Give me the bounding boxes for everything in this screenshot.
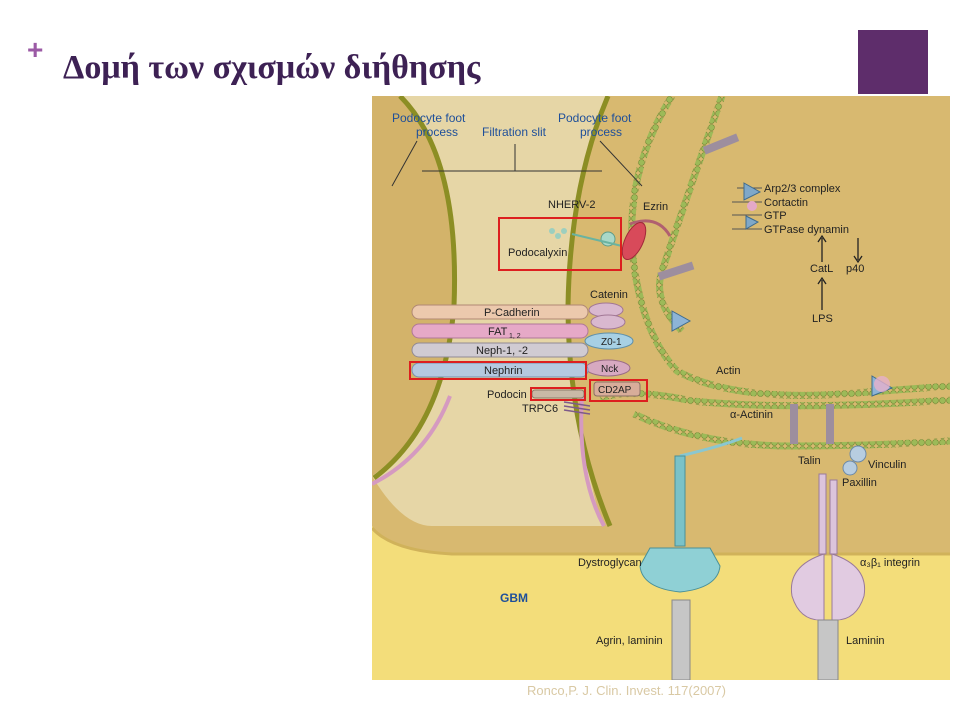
- highlight-podocalyxin: [498, 217, 622, 271]
- actin-filament-main: [628, 96, 950, 399]
- label-nherv: NHERV-2: [548, 199, 595, 211]
- zo1-shape: [584, 332, 634, 350]
- slit-diaphragm-diagram: Podocyte foot process Filtration slit Po…: [372, 96, 950, 680]
- label-cd2ap: CD2AP: [598, 385, 632, 396]
- label-paxillin: Paxillin: [842, 477, 877, 489]
- label-fat-subscript: 1, 2: [509, 333, 521, 340]
- bracket-lines: [391, 140, 643, 187]
- fat-bar: [411, 323, 589, 339]
- podocalyxin-bead: [555, 233, 561, 239]
- label-catenin: Catenin: [590, 289, 628, 301]
- blue-complex-icon: [671, 310, 692, 332]
- label-ezrin: Ezrin: [643, 201, 668, 213]
- ezrin-arm: [629, 219, 672, 237]
- label-nephrin: Nephrin: [484, 365, 523, 377]
- highlight-podocin: [530, 387, 586, 401]
- integrin-stem-a: [818, 473, 827, 555]
- label-gbm: GBM: [500, 591, 528, 605]
- p-cadherin-bar: [411, 304, 589, 320]
- agrin-pillar: [671, 599, 691, 680]
- label-agrin: Agrin, laminin: [596, 635, 663, 647]
- cross-bridge: [657, 261, 695, 281]
- podocalyxin-bead: [561, 228, 567, 234]
- label-vinculin: Vinculin: [868, 459, 906, 471]
- cross-bridge: [826, 404, 834, 444]
- label-foot-process-left-2: process: [416, 125, 458, 139]
- label-alpha-actinin: α-Actinin: [730, 409, 773, 421]
- trpc6-channel: [563, 401, 591, 415]
- label-actin: Actin: [716, 365, 740, 377]
- label-dystroglycan: Dystroglycan: [578, 557, 642, 569]
- podocalyxin-stalk: [571, 233, 623, 247]
- gbm-edge: [372, 526, 950, 556]
- actin-filament-lower: [632, 410, 950, 450]
- slide-title: Δομή των σχισμών διήθησης: [63, 49, 481, 86]
- cd2ap-box: [593, 381, 641, 397]
- label-filtration-slit: Filtration slit: [482, 125, 547, 139]
- dystroglycan-stem: [674, 455, 686, 547]
- label-gtpase: GTPase dynamin: [764, 224, 849, 236]
- label-integrin: α₃β₁ integrin: [860, 557, 920, 569]
- integrin-head-left: [790, 553, 825, 621]
- label-catl: CatL: [810, 263, 833, 275]
- cross-bridge: [790, 404, 798, 444]
- ezrin-shape: [621, 221, 647, 261]
- label-nck: Nck: [601, 364, 619, 375]
- label-fat: FAT: [488, 326, 508, 338]
- label-podocalyxin: Podocalyxin: [508, 247, 567, 259]
- signal-arrows: [817, 234, 863, 310]
- label-laminin: Laminin: [846, 635, 885, 647]
- left-membrane-inner: [372, 395, 452, 486]
- highlight-nephrin: [409, 361, 587, 380]
- label-gtp: GTP: [764, 210, 787, 222]
- label-foot-process-left: Podocyte foot: [392, 111, 466, 125]
- arp-complex: [743, 182, 762, 201]
- laminin-pillar: [817, 619, 839, 680]
- actin-filament-arc: [656, 96, 726, 334]
- integrin-stem-b: [829, 479, 838, 555]
- label-foot-process-right-2: process: [580, 125, 622, 139]
- integrin-head-right: [831, 553, 866, 621]
- cross-bridge: [702, 133, 740, 155]
- slide-bullet-plus: +: [27, 34, 44, 65]
- dystroglycan-stalk: [679, 436, 743, 458]
- label-podocin: Podocin: [487, 389, 527, 401]
- label-lps: LPS: [812, 313, 833, 325]
- neph-bar: [411, 342, 589, 358]
- left-foot-process: [372, 96, 453, 476]
- label-p-cadherin: P-Cadherin: [484, 307, 540, 319]
- vinculin-shape: [842, 460, 858, 476]
- citation: Ronco,P. J. Clin. Invest. 117(2007): [527, 683, 726, 698]
- label-neph: Neph-1, -2: [476, 345, 528, 357]
- podocalyxin-bead: [549, 228, 555, 234]
- dystroglycan-head: [639, 547, 721, 593]
- label-arp: Arp2/3 complex: [764, 183, 841, 195]
- accent-square: [858, 30, 928, 94]
- label-foot-process-right: Podocyte foot: [558, 111, 632, 125]
- label-talin: Talin: [798, 455, 821, 467]
- pink-complex-icon: [874, 376, 890, 392]
- label-p40: p40: [846, 263, 864, 275]
- highlight-cd2ap: [589, 379, 648, 402]
- label-zo1: Z0-1: [601, 337, 622, 348]
- label-trpc6: TRPC6: [522, 403, 558, 415]
- label-cortactin: Cortactin: [764, 197, 808, 209]
- catenin-shape-2: [590, 314, 626, 330]
- dynamin-shape: [745, 215, 760, 230]
- podocin-bar: [531, 389, 585, 399]
- talin-shape: [849, 445, 867, 463]
- cortactin-shape: [747, 201, 757, 211]
